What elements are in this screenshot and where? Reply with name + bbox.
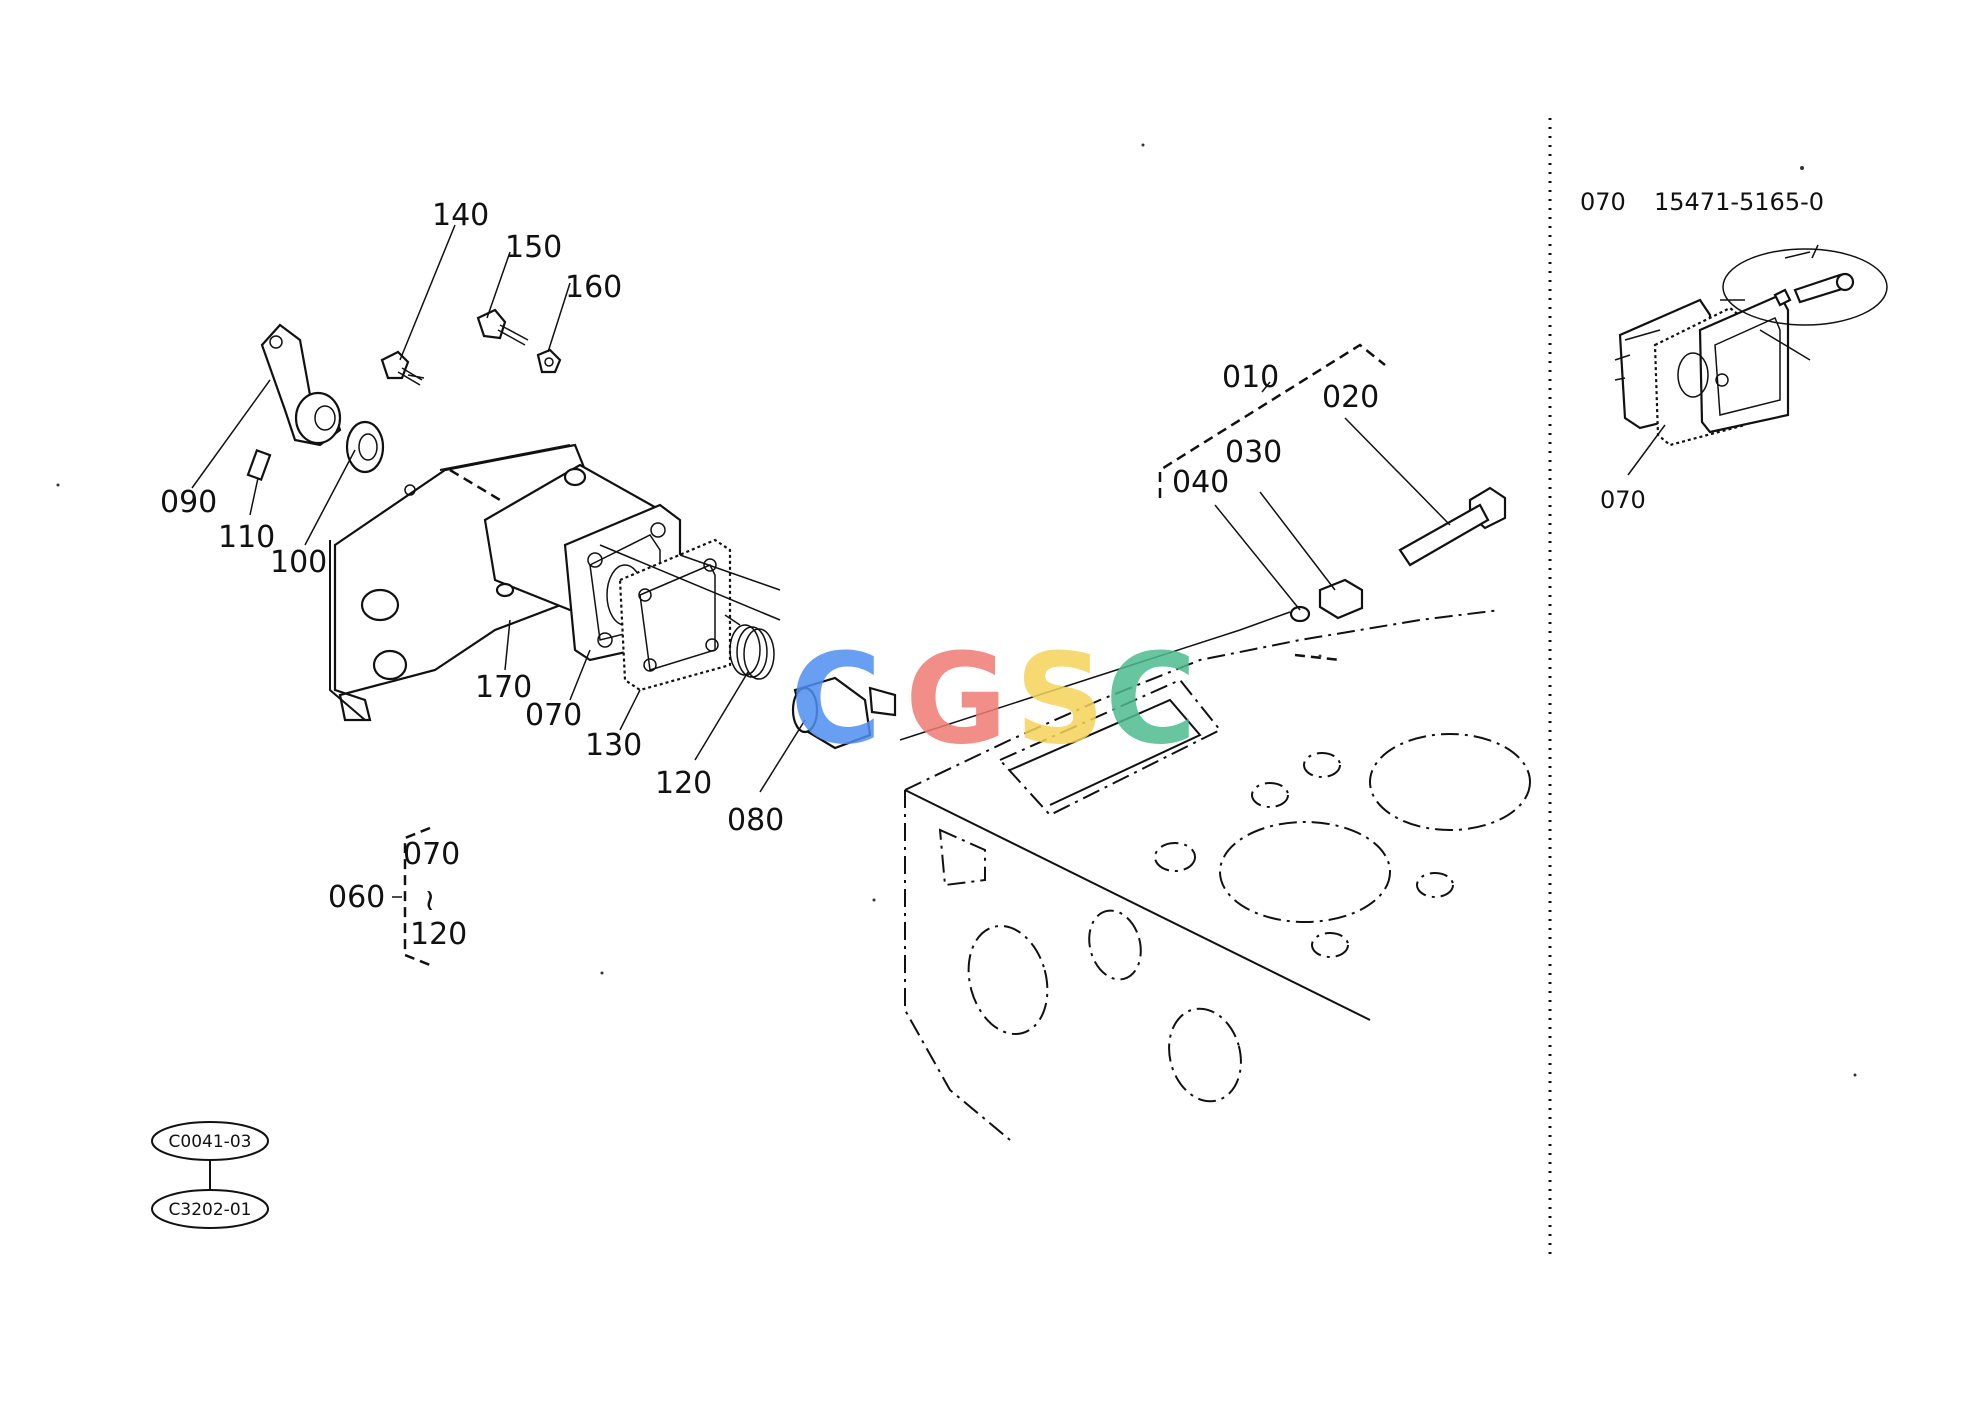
kit-bracket-010 (1158, 343, 1386, 498)
engine-block (904, 609, 1531, 1141)
callout-120: 120 (655, 766, 712, 801)
bolt-020 (1398, 486, 1507, 567)
group-from-070: 070 (403, 837, 460, 872)
nut-160 (536, 348, 562, 374)
group-parent-060: 060 (328, 880, 385, 915)
pin-110 (246, 448, 272, 482)
callout-040: 040 (1172, 465, 1229, 500)
ref-tag-bottom (151, 1189, 269, 1229)
callout-110: 110 (218, 520, 275, 555)
callout-150: 150 (505, 230, 562, 265)
callout-010: 010 (1222, 360, 1279, 395)
inset-panel: 070 15471-5165-0 070 (1580, 188, 1888, 514)
watermark: C G S C (790, 627, 1197, 772)
watermark-letter-4: C (1105, 627, 1197, 772)
ref-tag-bottom-text: C3202-01 (169, 1200, 252, 1220)
inset-callout-070: 070 (1600, 486, 1646, 514)
callout-090: 090 (160, 485, 217, 520)
callout-080: 080 (727, 803, 784, 838)
assembly-axis (599, 544, 1341, 741)
inset-header-item: 070 (1580, 188, 1626, 216)
plunger-080 (791, 676, 897, 750)
inset-flange-illustration (1614, 244, 1888, 447)
callout-170: 170 (475, 670, 532, 705)
nut-030 (1318, 578, 1364, 620)
leader-lines (191, 224, 1451, 793)
inset-header-part-number: 15471-5165-0 (1654, 188, 1824, 216)
ref-tag-top-text: C0041-03 (169, 1132, 252, 1152)
callout-070: 070 (525, 698, 582, 733)
watermark-letter-2: G (905, 627, 1008, 772)
washer-040 (1289, 605, 1311, 623)
bearing-100 (345, 420, 385, 474)
spring-120 (724, 614, 775, 680)
group-to-120: 120 (410, 917, 467, 952)
watermark-letter-1: C (790, 627, 882, 772)
assembly-group-060: 060 070 ~ 120 (328, 826, 467, 967)
gasket-130 (618, 538, 732, 692)
lever-090 (260, 323, 342, 447)
watermark-letter-3: S (1015, 627, 1105, 772)
callout-030: 030 (1225, 435, 1282, 470)
inset-leader (1627, 424, 1666, 476)
callout-100: 100 (270, 545, 327, 580)
callout-130: 130 (585, 728, 642, 763)
callout-020: 020 (1322, 380, 1379, 415)
callout-160: 160 (565, 270, 622, 305)
bolt-140 (380, 350, 425, 386)
reference-tags: C0041-03 C3202-01 (151, 1121, 269, 1229)
bolt-150 (476, 308, 529, 346)
scan-specks (56, 143, 1857, 1077)
callout-labels: 140 150 160 090 110 100 170 070 130 120 … (160, 198, 1379, 838)
callout-140: 140 (432, 198, 489, 233)
group-tilde: ~ (412, 888, 447, 913)
